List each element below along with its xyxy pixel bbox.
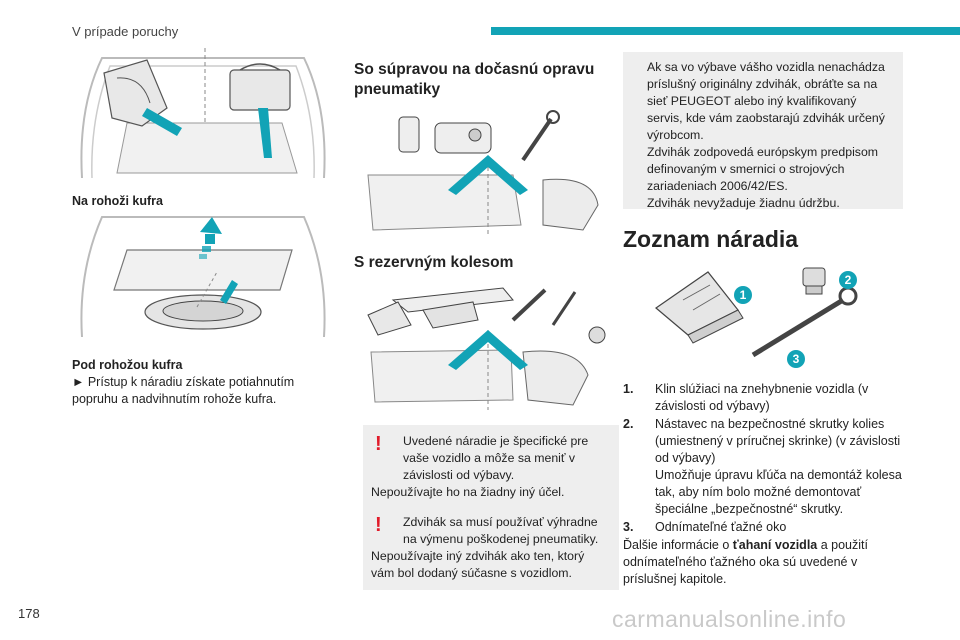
warning-tools-specific: ! Uvedené náradie je špecifické pre vaše… [363, 425, 619, 509]
repair-kit-illustration [363, 105, 613, 235]
jack-info-note: Ak sa vo výbave vášho vozidla nenachádza… [623, 52, 903, 210]
caption-on-trunk-mat: Na rohoži kufra [72, 194, 163, 208]
svg-text:3: 3 [793, 352, 800, 366]
spare-wheel-tools-illustration [363, 280, 613, 410]
list-item: 3. Odnímateľné ťažné oko [623, 520, 787, 534]
list-item: 2. Nástavec na bezpečnostné skrutky koli… [623, 417, 902, 516]
heading-repair-kit: So súpravou na dočasnú opravu pneumatiky [354, 61, 595, 98]
under-trunk-mat-illustration [72, 212, 334, 342]
tools-numbered-illustration: 1 2 3 [648, 260, 868, 370]
caption-under-trunk-mat: Pod rohožou kufra ► Prístup k náradiu zí… [72, 358, 295, 406]
badge-3-icon: 3 [787, 350, 805, 368]
towing-reference-paragraph: Ďalšie informácie o ťahaní vozidla a pou… [623, 538, 868, 586]
heading-tool-list: Zoznam náradia [623, 226, 799, 252]
heading-spare-wheel: S rezervným kolesom [354, 254, 514, 271]
page-number: 178 [18, 606, 40, 621]
badge-2-icon: 2 [839, 271, 857, 289]
section-title: V prípade poruchy [72, 24, 179, 39]
warning-icon: ! [375, 433, 382, 455]
svg-text:2: 2 [845, 273, 852, 287]
badge-1-icon: 1 [734, 286, 752, 304]
watermark: carmanualsonline.info [612, 606, 847, 632]
trunk-mat-illustration [72, 48, 334, 183]
list-item: 1. Klin slúžiaci na znehybnenie vozidla … [623, 382, 869, 413]
header-accent-bar [491, 27, 960, 35]
warning-jack-use: ! Zdvihák sa musí používať výhradne na v… [363, 506, 619, 590]
svg-text:1: 1 [740, 288, 747, 302]
warning-icon: ! [375, 514, 382, 536]
tool-list: 1. Klin slúžiaci na znehybnenie vozidla … [623, 381, 903, 537]
